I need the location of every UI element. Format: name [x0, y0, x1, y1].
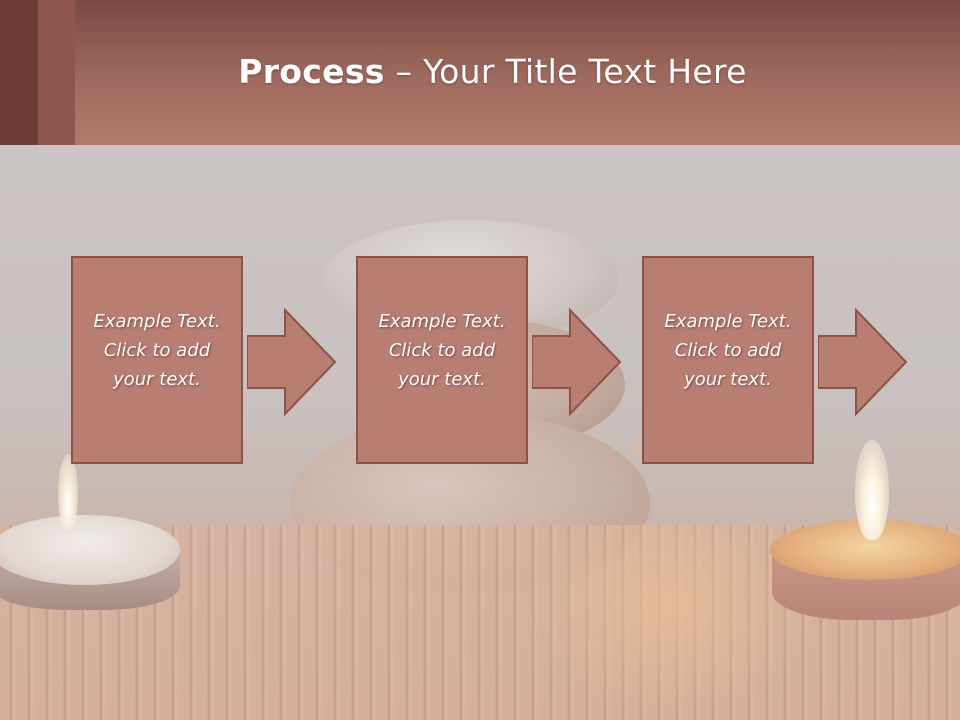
- slide-title[interactable]: Process – Your Title Text Here: [0, 52, 960, 91]
- header-band: [0, 0, 960, 145]
- step-1-text: Example Text. Click to add your text.: [93, 310, 221, 390]
- arrow-right-icon-1: [247, 308, 337, 416]
- flame-right-icon: [855, 440, 889, 540]
- background-photo: [0, 145, 960, 720]
- step-3-text: Example Text. Click to add your text.: [664, 310, 792, 390]
- title-rest: – Your Title Text Here: [384, 52, 747, 91]
- title-bold: Process: [238, 52, 385, 91]
- arrow-right-icon-2: [532, 308, 622, 416]
- header-accent-strip-2: [38, 0, 75, 145]
- step-2-text: Example Text. Click to add your text.: [378, 310, 506, 390]
- process-step-2[interactable]: Example Text. Click to add your text.: [356, 256, 528, 464]
- arrow-right-icon-3: [818, 308, 908, 416]
- process-step-3[interactable]: Example Text. Click to add your text.: [642, 256, 814, 464]
- header-accent-strip: [0, 0, 38, 145]
- flame-left-icon: [58, 455, 78, 530]
- candle-glow: [520, 525, 820, 720]
- candle-left: [0, 515, 180, 585]
- process-step-1[interactable]: Example Text. Click to add your text.: [71, 256, 243, 464]
